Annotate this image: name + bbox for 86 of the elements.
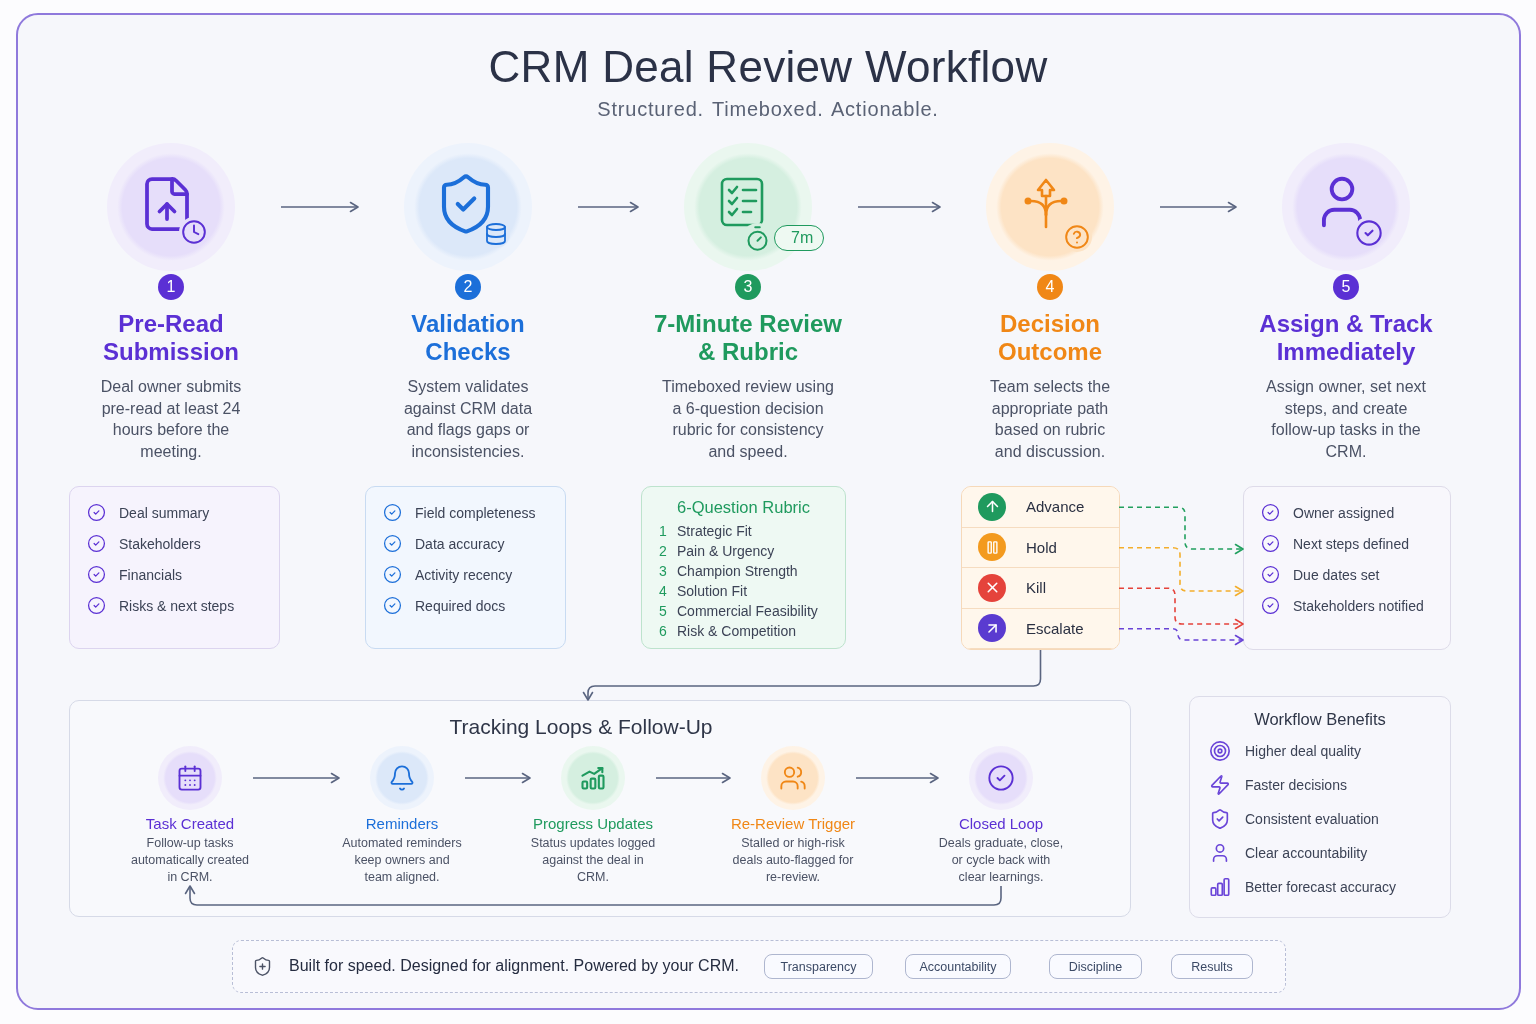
rubric-item: Solution Fit [677, 583, 748, 599]
step-title: Decision Outcome [997, 310, 1103, 366]
dashed-arrow [1118, 546, 1244, 597]
checklist-item: Data accuracy [415, 535, 505, 552]
duration-tag: 7m [774, 225, 825, 251]
checklist-item: Field completeness [415, 504, 536, 521]
step-description: Follow-up tasks automatically created in CRM. [129, 835, 251, 886]
benefit-item: Consistent evaluation [1245, 811, 1379, 827]
rubric-number: 4 [659, 583, 668, 599]
page-title: CRM Deal Review Workflow [488, 41, 1048, 93]
checklist-card [69, 486, 280, 649]
checklist-item: Financials [119, 566, 183, 583]
checklist-item: Owner assigned [1293, 504, 1395, 521]
benefit-item: Clear accountability [1245, 845, 1368, 861]
step-description: Automated reminders keep owners and team aligned. [341, 835, 463, 886]
rubric-card [641, 486, 846, 649]
rubric-item: Commercial Feasibility [677, 603, 818, 619]
arrow [582, 649, 1042, 701]
option-label: Advance [1026, 498, 1085, 516]
option-label: Escalate [1026, 619, 1084, 637]
rubric-number: 2 [659, 543, 668, 559]
arrow [655, 772, 731, 784]
rubric-number: 1 [659, 523, 668, 539]
tracking-panel [69, 700, 1131, 917]
step-description: System validates against CRM data and flags gaps or inconsistencies. [402, 377, 534, 462]
arrow [855, 772, 939, 784]
panel-title: Tracking Loops & Follow-Up [449, 714, 713, 740]
step-description: Status updates logged against the deal in CRM. [530, 835, 656, 886]
arrow [252, 772, 340, 784]
rubric-item: Risk & Competition [677, 623, 797, 639]
value-tag: Transparency [764, 954, 873, 979]
benefit-item: Higher deal quality [1245, 743, 1361, 759]
checklist-item: Stakeholders [119, 535, 201, 552]
rubric-heading: 6-Question Rubric [677, 497, 810, 517]
arrow [577, 201, 639, 213]
rubric-item: Champion Strength [677, 563, 798, 579]
arrow [857, 201, 941, 213]
option-label: Hold [1026, 538, 1057, 556]
rubric-number: 3 [659, 563, 668, 579]
dashed-arrow [1118, 506, 1244, 555]
rubric-number: 5 [659, 603, 668, 619]
page-subtitle: Structured. Timeboxed. Actionable. [597, 97, 939, 121]
dashed-arrow [1118, 627, 1244, 646]
checklist-item: Activity recency [415, 566, 513, 583]
options-card [961, 486, 1120, 650]
panel-title: Workflow Benefits [1254, 709, 1386, 729]
value-tag: Results [1171, 954, 1253, 979]
step-description: Team selects the appropriate path based on rubric and discussion. [988, 377, 1112, 462]
benefit-item: Faster decisions [1245, 777, 1347, 793]
value-tag: Discipline [1049, 954, 1142, 979]
step-description: Deals graduate, close, or cycle back with clear learnings. [938, 835, 1064, 886]
rubric-number: 6 [659, 623, 668, 639]
checklist-item: Next steps defined [1293, 535, 1409, 552]
step-title: Validation Checks [410, 310, 526, 366]
benefits-panel [1189, 696, 1451, 918]
dashed-arrow [1118, 587, 1244, 630]
footer-tagline: Built for speed. Designed for alignment. Powered by your CRM. [289, 956, 739, 976]
step-title: Re-Review Trigger [730, 815, 856, 833]
step-title: 7-Minute Review & Rubric [652, 310, 843, 366]
checklist-item: Required docs [415, 597, 506, 614]
checklist-card [1243, 486, 1451, 650]
rubric-item: Pain & Urgency [677, 543, 775, 559]
option-row [962, 487, 1119, 528]
checklist-item: Risks & next steps [119, 597, 235, 614]
arrow [280, 201, 359, 213]
footer-bar [232, 940, 1286, 993]
arrow [1159, 201, 1237, 213]
rubric-item: Strategic Fit [677, 523, 752, 539]
step-title: Pre-Read Submission [102, 310, 240, 366]
arrow [464, 772, 531, 784]
benefit-item: Better forecast accuracy [1245, 879, 1396, 895]
step-description: Timeboxed review using a 6-question decision rubric for consistency and speed. [661, 377, 835, 462]
checklist-item: Deal summary [119, 504, 210, 521]
step-title: Reminders [365, 815, 439, 833]
step-title: Assign & Track Immediately [1258, 310, 1434, 366]
checklist-item: Due dates set [1293, 566, 1380, 583]
checklist-card [365, 486, 566, 649]
step-title: Progress Updates [532, 815, 654, 833]
step-title: Closed Loop [958, 815, 1044, 833]
checklist-item: Stakeholders notified [1293, 597, 1424, 614]
step-title: Task Created [145, 815, 235, 833]
value-tag: Accountability [905, 954, 1011, 979]
option-label: Kill [1026, 579, 1046, 597]
step-description: Deal owner submits pre-read at least 24 hours before the meeting. [99, 377, 243, 462]
step-description: Stalled or high-risk deals auto-flagged for re-review. [731, 835, 855, 886]
step-description: Assign owner, set next steps, and create follow-up tasks in the CRM. [1264, 377, 1428, 462]
